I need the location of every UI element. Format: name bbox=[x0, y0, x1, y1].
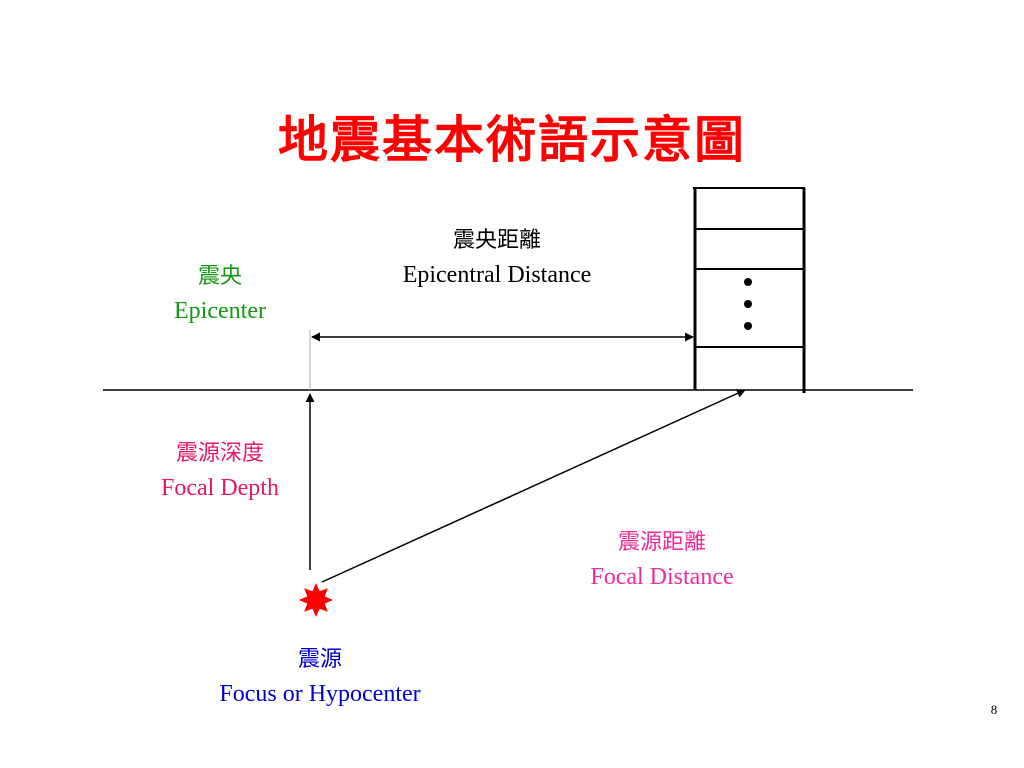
slide-title: 地震基本術語示意圖 bbox=[278, 110, 746, 169]
focal-distance-arrow bbox=[321, 389, 746, 583]
epicentral-distance-label: 震央距離 Epicentral Distance bbox=[367, 224, 627, 292]
focus-zh: 震源 bbox=[297, 647, 342, 672]
focal-depth-zh: 震源深度 bbox=[175, 441, 264, 466]
epicentral-distance-en: Epicentral Distance bbox=[402, 262, 592, 288]
focal-distance-label: 震源距離 Focal Distance bbox=[552, 526, 772, 594]
epicenter-en: Epicenter bbox=[174, 298, 266, 324]
epicenter-zh: 震央 bbox=[197, 264, 242, 289]
focal-depth-en: Focal Depth bbox=[161, 475, 279, 501]
focal-depth-label: 震源深度 Focal Depth bbox=[130, 437, 310, 505]
focus-label: 震源 Focus or Hypocenter bbox=[170, 643, 470, 711]
focal-distance-zh: 震源距離 bbox=[617, 530, 706, 555]
focus-en: Focus or Hypocenter bbox=[219, 681, 421, 707]
epicenter-label: 震央 Epicenter bbox=[130, 260, 310, 328]
red-starburst-icon bbox=[299, 583, 333, 617]
building-icon bbox=[693, 187, 806, 393]
focal-distance-en: Focal Distance bbox=[590, 564, 734, 590]
page-number: 8 bbox=[990, 702, 998, 717]
epicentral-distance-zh: 震央距離 bbox=[452, 228, 541, 253]
